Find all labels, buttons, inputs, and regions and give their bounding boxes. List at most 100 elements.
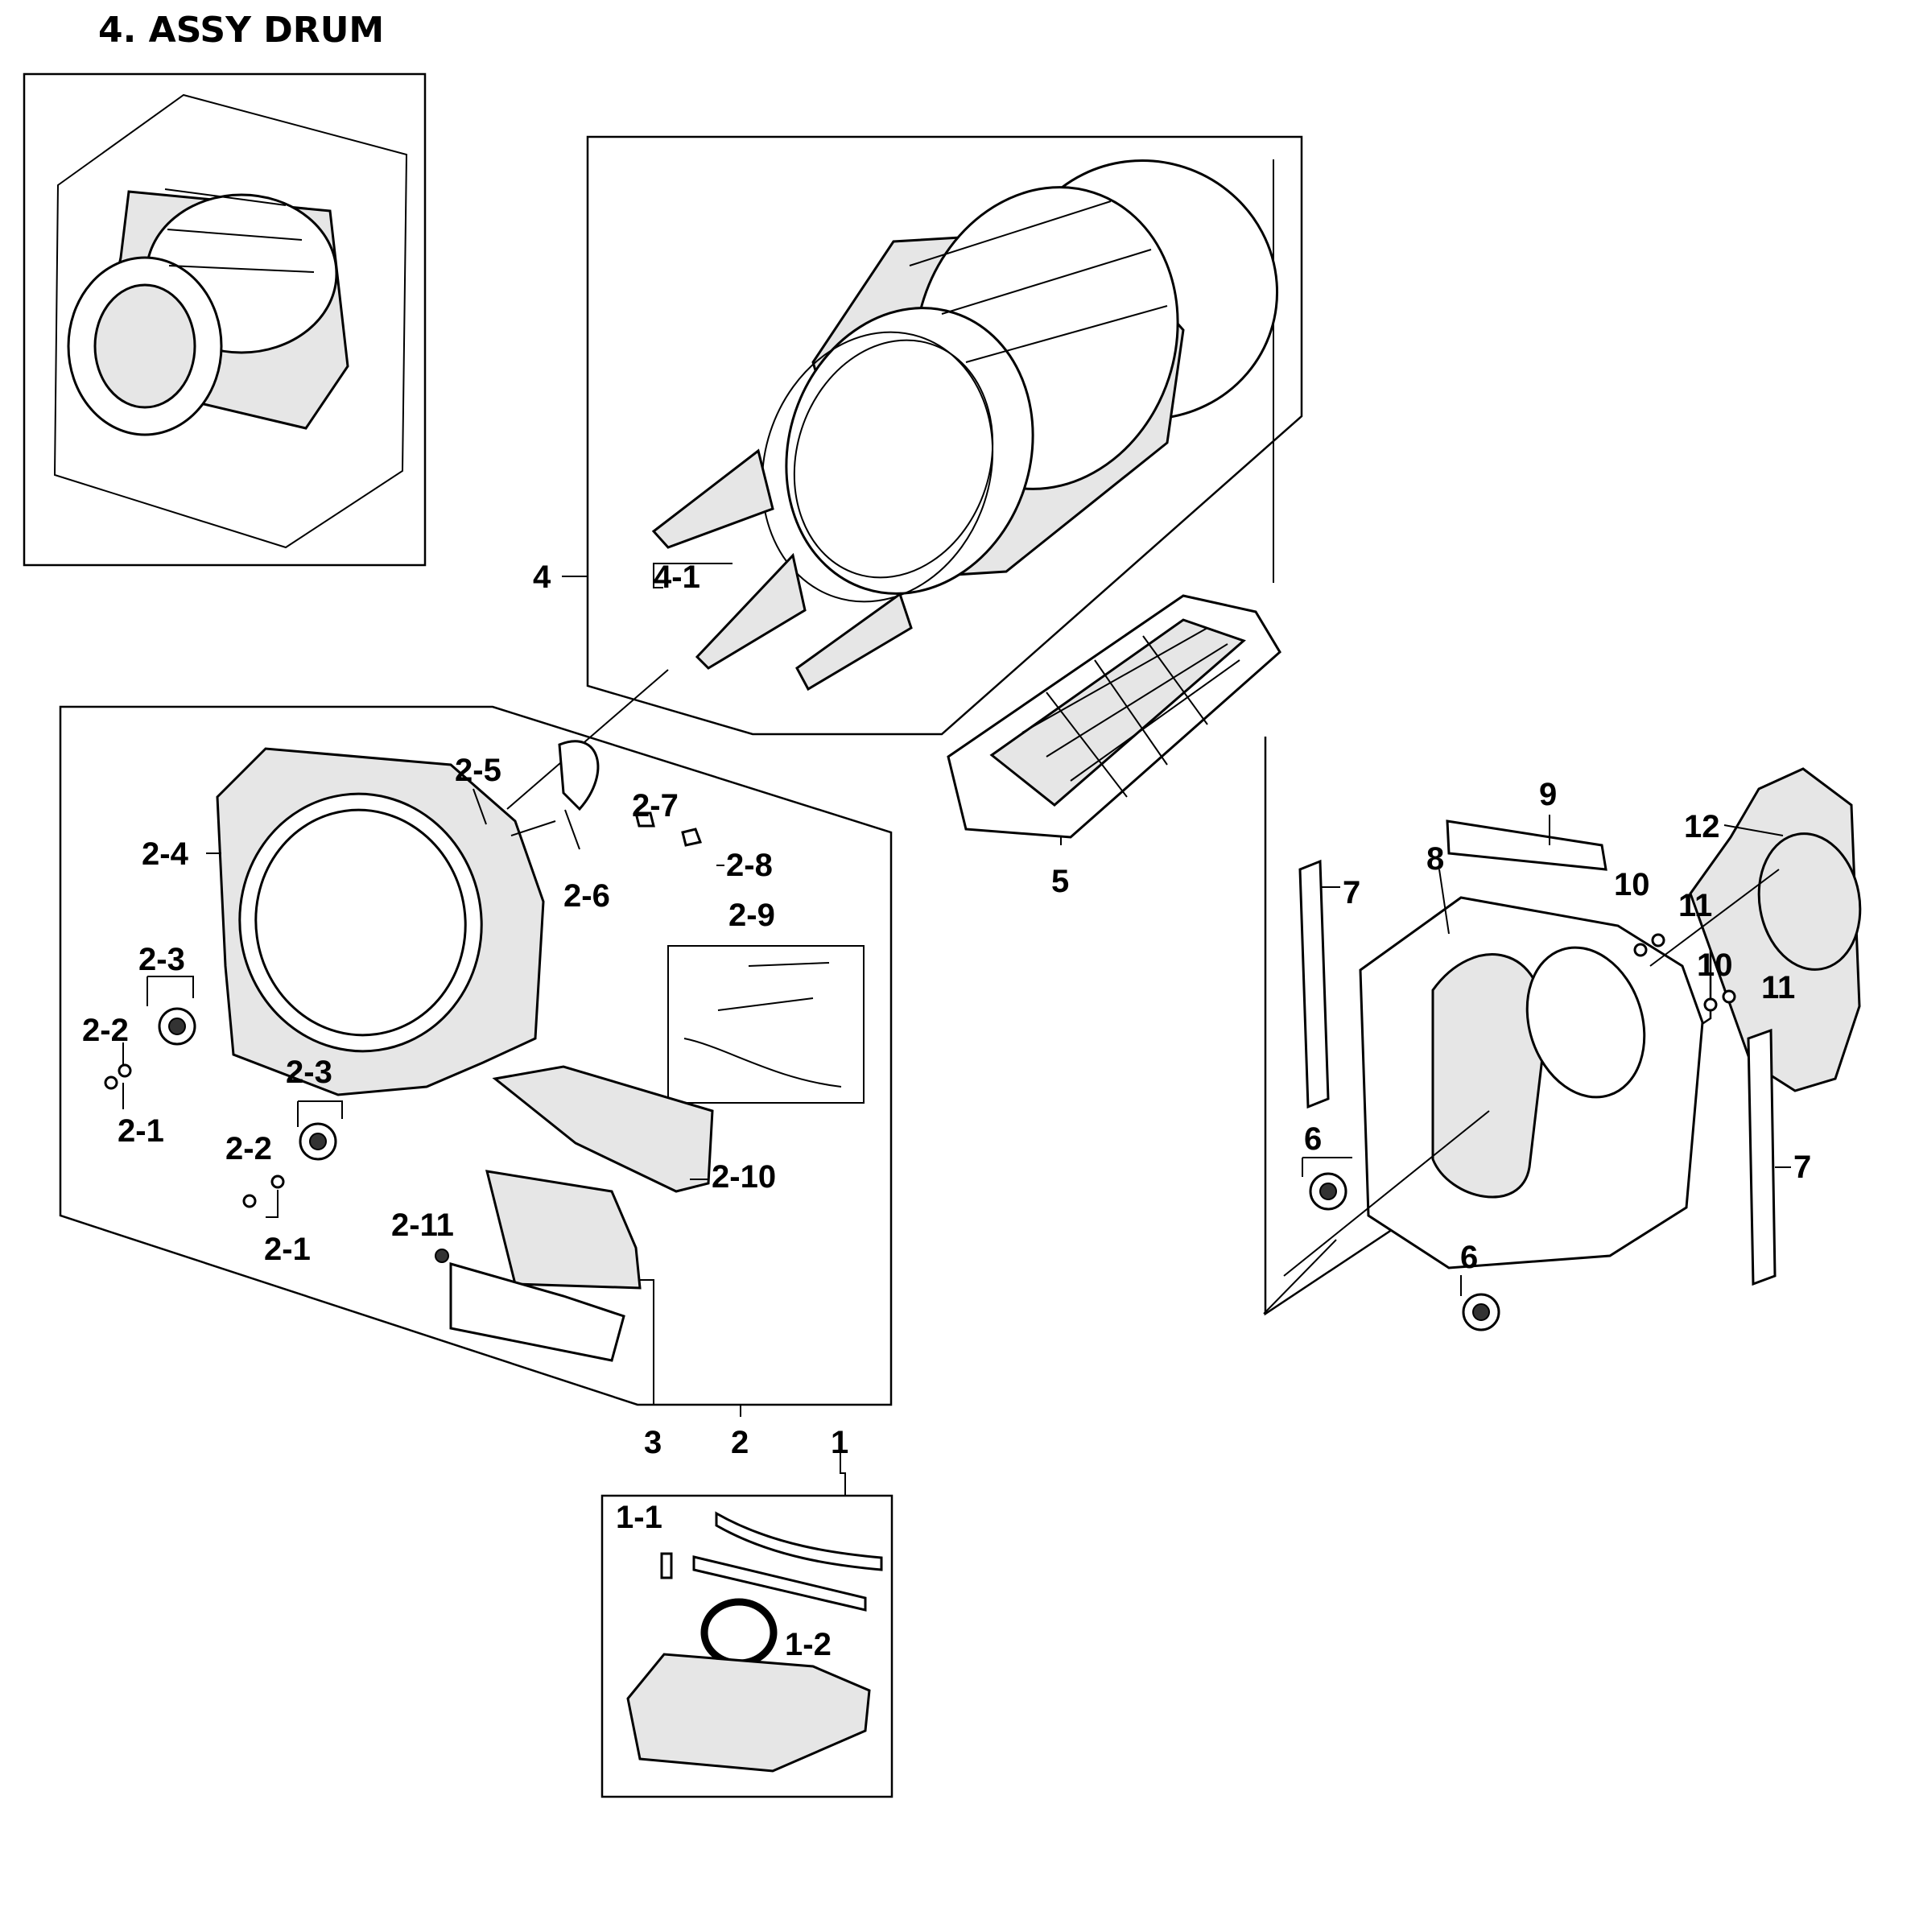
callout-2-11: 2-11 xyxy=(391,1208,454,1243)
callout-10-lower: 10 xyxy=(1697,947,1733,983)
part-2-9-box xyxy=(667,945,865,1104)
leader-2-1-lower xyxy=(266,1190,279,1218)
callout-5: 5 xyxy=(1051,864,1069,899)
drum-lifter-3 xyxy=(795,592,913,691)
front-frame-group: 2-5 2-7 2-8 2-4 2-6 2-9 2-3 2-2 2-1 2-3 … xyxy=(59,705,893,1460)
leader-2-3-lower xyxy=(297,1100,343,1127)
drum-front-gasket xyxy=(761,331,994,603)
callout-4-1: 4-1 xyxy=(654,559,700,595)
lint-filter-grid xyxy=(1021,627,1240,798)
overview-door-opening xyxy=(93,283,196,409)
part-2-9-wires xyxy=(683,962,842,1088)
part-11-washer-lower xyxy=(1722,989,1736,1004)
callout-2-2-upper: 2-2 xyxy=(82,1013,129,1048)
part-1-1-strip-lower xyxy=(692,1555,867,1612)
callout-2-1-upper: 2-1 xyxy=(118,1113,164,1149)
leader-2-6 xyxy=(564,809,580,850)
leader-2-5 xyxy=(473,788,487,825)
part-1-1-small-clip xyxy=(660,1552,673,1579)
front-frame-group-frame xyxy=(59,705,893,1406)
overview-frame xyxy=(23,72,427,567)
leader-2-3-upper xyxy=(147,976,194,1006)
leader-12 xyxy=(1723,824,1784,836)
callout-2-6: 2-6 xyxy=(563,878,610,914)
part-1-frame xyxy=(600,1494,893,1798)
callout-12: 12 xyxy=(1684,809,1720,844)
callout-2-5: 2-5 xyxy=(455,753,501,788)
leader-1 xyxy=(840,1449,846,1496)
roller-6-upper-hub xyxy=(1319,1183,1337,1200)
part-12-mesh xyxy=(1757,832,1862,971)
part-2-11-rail xyxy=(449,1262,625,1362)
drum-lifter-2 xyxy=(695,552,807,670)
callout-6-upper: 6 xyxy=(1304,1121,1322,1157)
part-2-6-bracket xyxy=(558,740,600,811)
drum-group-frame xyxy=(586,135,1303,736)
part-2-11-screw xyxy=(435,1249,449,1263)
callout-2-1-lower: 2-1 xyxy=(264,1232,311,1267)
leader-3 xyxy=(640,1279,654,1405)
callout-4: 4 xyxy=(533,559,551,595)
screw-2-1-upper xyxy=(104,1075,118,1090)
part-2-8-clip xyxy=(681,828,703,847)
callout-2-7: 2-7 xyxy=(632,788,679,824)
callout-6-lower: 6 xyxy=(1460,1240,1478,1275)
drum-front-rim xyxy=(785,307,1034,595)
part-10-screw-upper xyxy=(1633,943,1648,957)
part-7-support-left xyxy=(1298,859,1330,1109)
drum-alignment-line xyxy=(506,669,669,810)
callout-8: 8 xyxy=(1426,841,1444,877)
washer-2-2-lower xyxy=(270,1174,285,1189)
drum-lifter-1 xyxy=(651,448,774,549)
leader-8 xyxy=(1438,869,1450,935)
screw-2-1-lower xyxy=(242,1194,257,1208)
overview-drum-ribs xyxy=(164,188,315,273)
part-9-bracket xyxy=(1446,819,1607,871)
part-1-2-ring xyxy=(700,1598,778,1667)
callout-10-upper: 10 xyxy=(1614,867,1650,902)
callout-2-3-lower: 2-3 xyxy=(286,1055,332,1090)
drum-body-ribs xyxy=(909,200,1168,363)
washer-2-2-upper xyxy=(118,1063,132,1078)
callout-9: 9 xyxy=(1539,777,1557,812)
assembly-overview-image xyxy=(23,72,427,567)
part-1-group: 1-1 1-2 1 xyxy=(600,1425,893,1798)
roller-6-lower-hub xyxy=(1472,1303,1490,1321)
callout-2-2-lower: 2-2 xyxy=(225,1131,272,1166)
drum-to-frame-line xyxy=(510,820,556,836)
roller-2-3-lower-hub xyxy=(309,1133,327,1150)
front-frame-door-opening xyxy=(254,808,467,1037)
part-7-support-right xyxy=(1747,1028,1777,1286)
callout-2-4: 2-4 xyxy=(142,836,189,872)
callout-2-9: 2-9 xyxy=(728,898,775,933)
part-1-1-strip-upper xyxy=(715,1511,883,1571)
callout-1-2: 1-2 xyxy=(785,1627,832,1662)
lint-filter-part: 5 xyxy=(947,594,1281,899)
part-2-7-clip xyxy=(634,811,655,828)
overview-background-panel xyxy=(53,93,408,549)
drum-opening xyxy=(793,339,994,579)
callout-7-lower: 7 xyxy=(1793,1150,1811,1185)
part-3-filter-housing xyxy=(485,1170,642,1290)
page-title: 4. ASSY DRUM xyxy=(98,10,384,51)
roller-2-3-upper-hub xyxy=(168,1018,186,1035)
part-2-10-duct xyxy=(492,1065,714,1193)
callout-2-10: 2-10 xyxy=(712,1159,776,1195)
part-10-screw-lower xyxy=(1703,997,1718,1012)
callout-7-upper: 7 xyxy=(1343,875,1360,910)
rear-panel-baseline xyxy=(1263,1239,1337,1315)
callout-3: 3 xyxy=(644,1425,662,1460)
callout-2: 2 xyxy=(731,1425,749,1460)
part-11-washer-upper xyxy=(1651,933,1665,947)
drum-group: 4 4-1 xyxy=(506,135,1303,810)
leader-6-upper xyxy=(1302,1157,1352,1177)
leader-12-to-panel xyxy=(1649,869,1780,967)
rear-panel-center-line xyxy=(1283,1110,1490,1277)
callout-1: 1 xyxy=(831,1425,848,1460)
callout-11-lower: 11 xyxy=(1761,970,1795,1005)
callout-1-1: 1-1 xyxy=(616,1500,662,1535)
rear-panel-group: 9 12 7 8 10 11 10 11 6 7 6 xyxy=(1263,737,1862,1331)
rear-panel-outlet xyxy=(1525,946,1646,1099)
part-1-duct xyxy=(626,1653,871,1773)
callout-11-upper: 11 xyxy=(1678,888,1712,923)
